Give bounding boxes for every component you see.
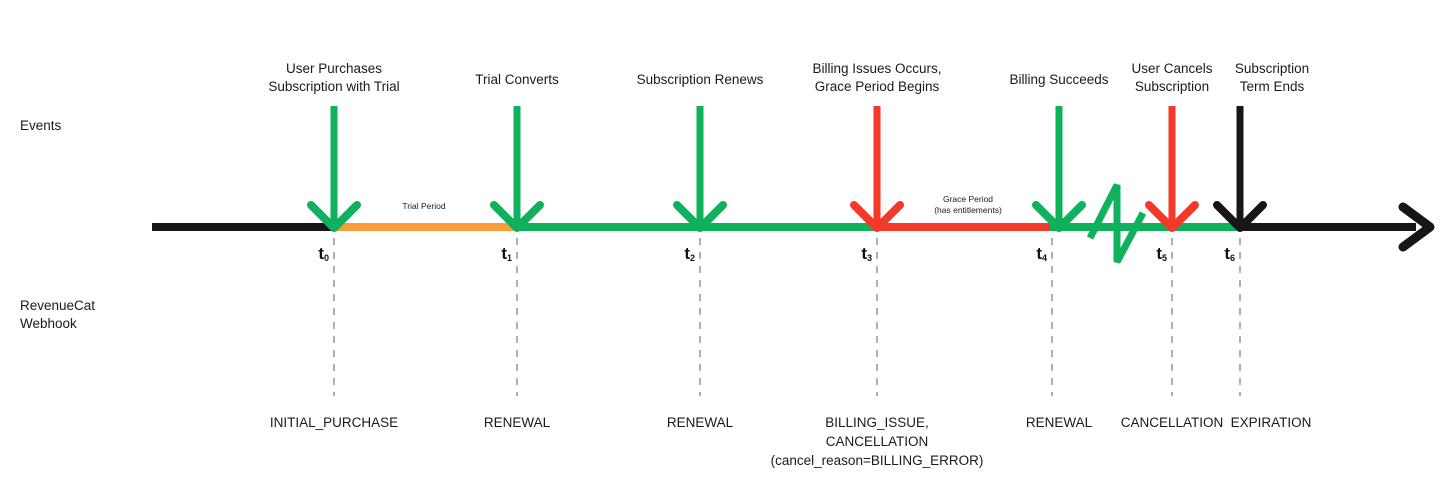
webhook-label-billing-issue-cancellation: BILLING_ISSUE, CANCELLATION (cancel_reas… <box>770 415 984 468</box>
tick-label-t2: t2 <box>684 244 695 264</box>
event-title-term-ends: Subscription Term Ends <box>1234 61 1310 94</box>
event-title-billing-issue: Billing Issues Occurs, Grace Period Begi… <box>812 61 942 94</box>
webhook-label-initial-purchase: INITIAL_PURCHASE <box>269 415 399 430</box>
webhook-label-renewal-t2: RENEWAL <box>666 415 734 430</box>
event-title-trial-converts: Trial Converts <box>475 72 559 87</box>
tick-label-t0: t0 <box>318 244 329 264</box>
dashed-drop-lines <box>333 238 1241 396</box>
webhook-label-cancellation: CANCELLATION <box>1120 415 1224 430</box>
tick-label-t5: t5 <box>1156 244 1167 264</box>
tick-label-t1: t1 <box>501 244 512 264</box>
period-label-trial: Trial Period <box>402 201 446 211</box>
tick-t3-sub: 3 <box>866 253 872 263</box>
tick-t3-base: t <box>861 244 867 263</box>
event-title-user-cancels: User Cancels Subscription <box>1131 61 1213 94</box>
event-arrow-billing-succeeds <box>1032 106 1086 232</box>
event-arrow-billing-issue <box>850 106 904 232</box>
tick-label-t4: t4 <box>1036 244 1047 264</box>
row-label-events: Events <box>20 118 62 133</box>
tick-t5-base: t <box>1156 244 1162 263</box>
period-label-grace: Grace Period (has entitlements) <box>934 194 1002 215</box>
tick-t6-base: t <box>1224 244 1230 263</box>
event-title-subscription-renews: Subscription Renews <box>636 72 764 87</box>
event-arrow-initial-purchase <box>307 106 361 232</box>
webhook-label-expiration: EXPIRATION <box>1230 415 1312 430</box>
webhook-label-renewal-t4: RENEWAL <box>1025 415 1093 430</box>
tick-t4-sub: 4 <box>1041 253 1047 263</box>
event-arrow-term-ends <box>1213 106 1267 232</box>
webhook-label-renewal-t1: RENEWAL <box>483 415 551 430</box>
event-arrow-user-cancels <box>1145 106 1199 232</box>
tick-t2-sub: 2 <box>689 253 695 263</box>
tick-t6-sub: 6 <box>1229 253 1235 263</box>
tick-t1-sub: 1 <box>506 253 512 263</box>
tick-t1-base: t <box>501 244 507 263</box>
timeline-end-arrowhead <box>1398 202 1435 252</box>
tick-t4-base: t <box>1036 244 1042 263</box>
tick-t5-sub: 5 <box>1161 253 1167 263</box>
tick-label-t6: t6 <box>1224 244 1235 264</box>
event-title-initial-purchase: User Purchases Subscription with Trial <box>268 61 400 94</box>
tick-t2-base: t <box>684 244 690 263</box>
tick-t0-base: t <box>318 244 324 263</box>
event-arrow-trial-converts <box>490 106 544 232</box>
event-title-billing-succeeds: Billing Succeeds <box>1009 72 1109 87</box>
timeline-break-mark <box>1086 183 1147 264</box>
event-arrow-subscription-renews <box>673 106 727 232</box>
tick-t0-sub: 0 <box>323 253 329 263</box>
event-arrows <box>307 106 1267 232</box>
row-label-revenuecat-webhook: RevenueCat Webhook <box>20 298 96 331</box>
tick-label-t3: t3 <box>861 244 872 264</box>
